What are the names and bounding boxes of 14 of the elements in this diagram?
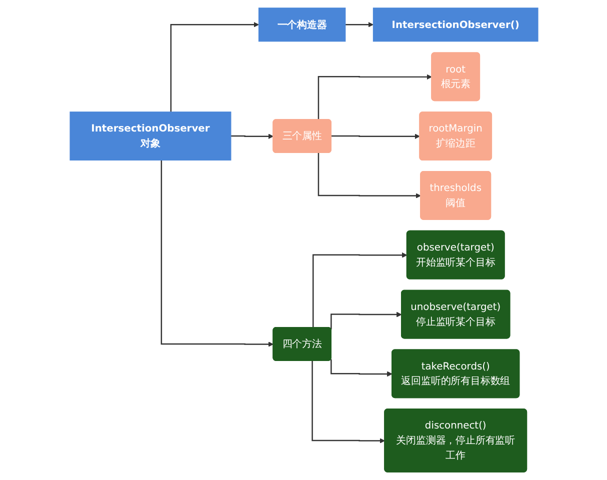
arrow xyxy=(160,160,274,347)
arrow xyxy=(330,134,420,140)
node-box: IntersectionObserver对象 xyxy=(69,112,231,160)
node-box: 一个构造器 xyxy=(258,8,346,42)
arrow xyxy=(170,22,258,112)
arrow xyxy=(312,252,407,328)
arrow xyxy=(330,312,402,330)
arrow xyxy=(330,359,392,377)
arrow xyxy=(230,134,274,140)
arrow xyxy=(311,360,384,444)
arrow xyxy=(317,74,432,120)
arrow xyxy=(344,22,373,28)
arrow xyxy=(317,153,420,198)
node-box: IntersectionObserver() xyxy=(372,8,538,42)
